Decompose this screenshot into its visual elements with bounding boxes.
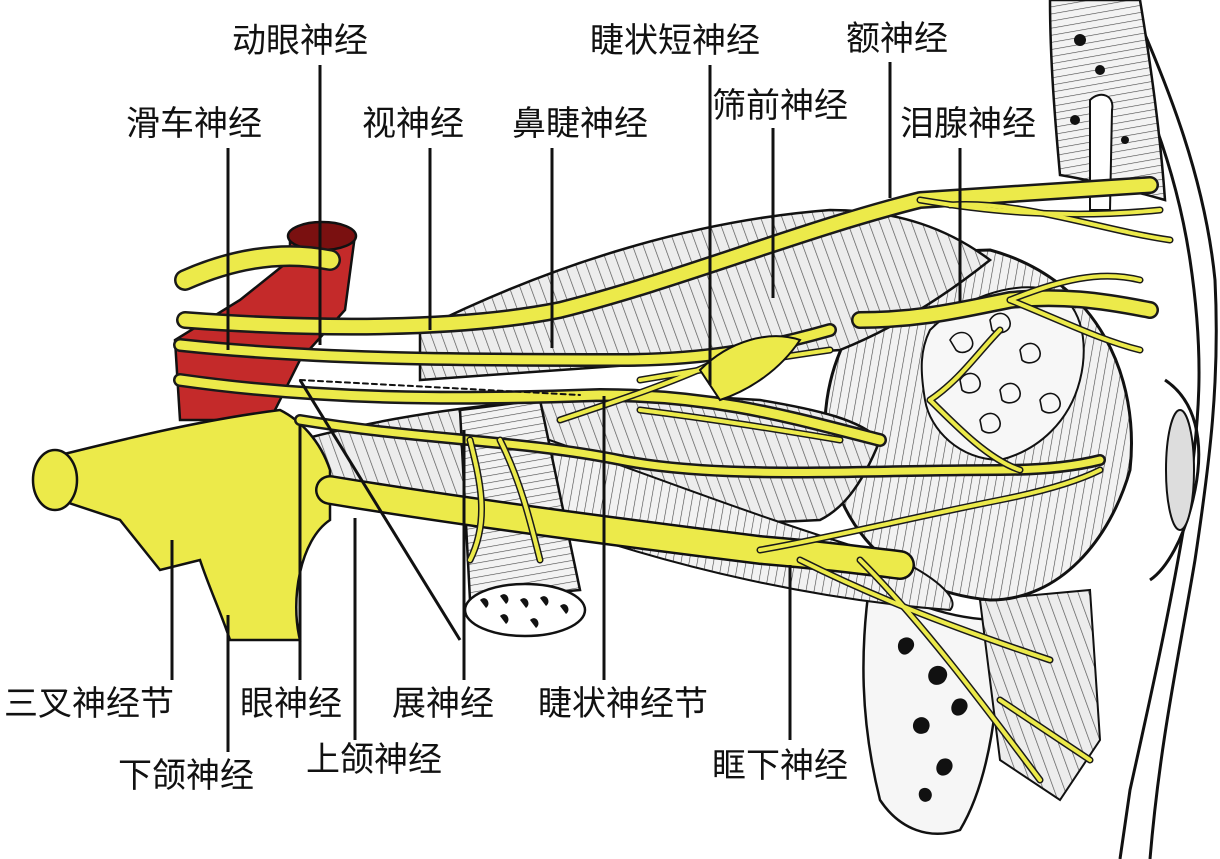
label-frontal: 额神经 xyxy=(846,19,948,59)
label-ethmoidal-anterior: 筛前神经 xyxy=(712,86,848,126)
label-mandibular: 下颌神经 xyxy=(118,756,254,796)
label-ciliary-ganglion: 睫状神经节 xyxy=(538,684,708,724)
nerve-branches xyxy=(299,196,1174,784)
label-lacrimal: 泪腺神经 xyxy=(900,104,1036,144)
trigeminal-complex xyxy=(31,408,915,642)
label-infraorbital: 眶下神经 xyxy=(712,746,848,786)
label-optic: 视神经 xyxy=(362,104,464,144)
label-ophthalmic: 眼神经 xyxy=(240,684,342,724)
leader-lines xyxy=(170,62,962,752)
label-maxillary: 上颌神经 xyxy=(306,740,442,780)
maxilla-bone xyxy=(862,577,1102,835)
label-abducens: 展神经 xyxy=(392,684,494,724)
label-trochlear: 滑车神经 xyxy=(126,104,262,144)
label-nasociliary: 鼻睫神经 xyxy=(512,104,648,144)
label-oculomotor: 动眼神经 xyxy=(232,21,368,61)
label-trigeminal-ganglion: 三叉神经节 xyxy=(4,684,174,724)
leader-abducens-diagonal xyxy=(298,379,462,641)
lacrimal-gland xyxy=(920,286,1085,462)
label-ciliary-short: 睫状短神经 xyxy=(590,21,760,61)
